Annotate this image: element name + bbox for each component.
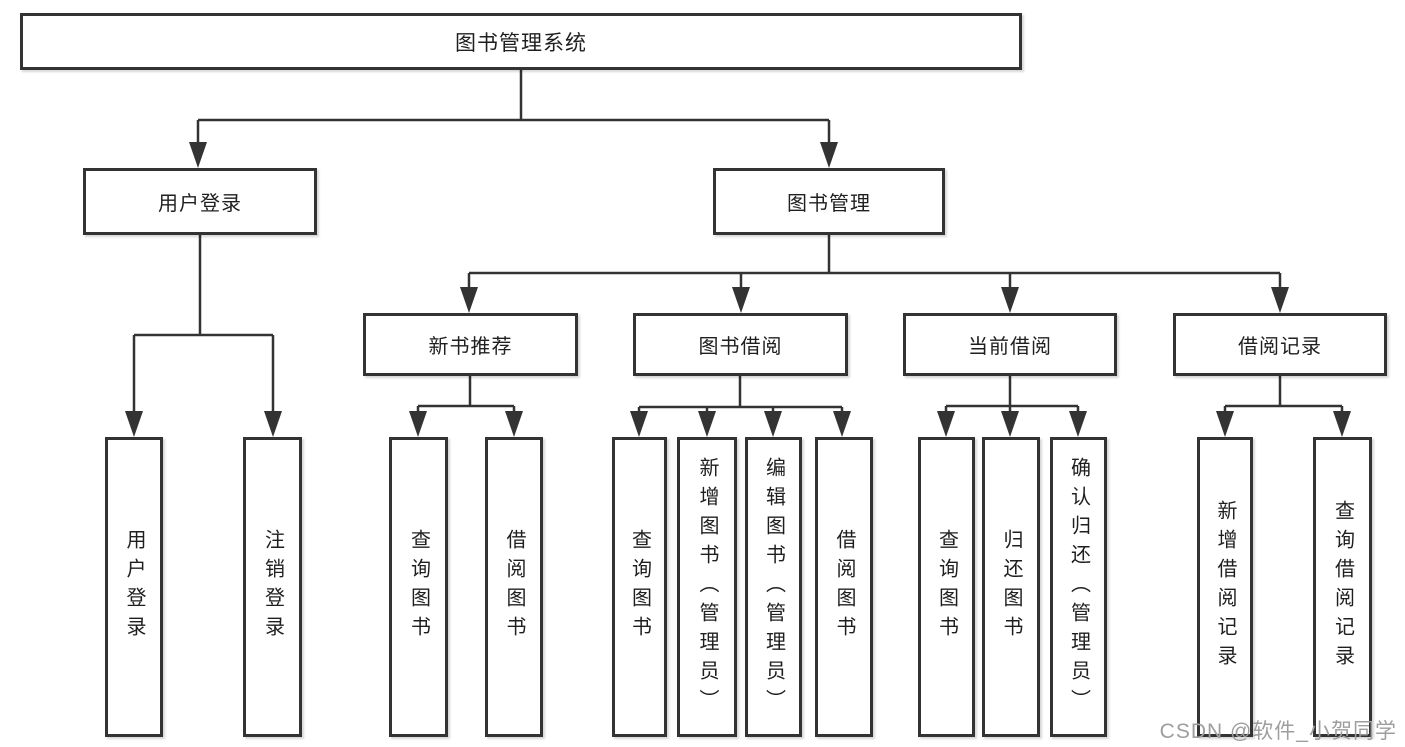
- leaf-query-books-recommend-label: 查询图书: [407, 529, 430, 645]
- leaf-query-books-borrow-label: 查询图书: [628, 529, 651, 645]
- leaf-query-books-borrow: 查询图书: [612, 437, 667, 737]
- leaf-query-books-current: 查询图书: [918, 437, 975, 737]
- node-library-system: 图书管理系统: [20, 13, 1022, 70]
- leaf-borrow-book-label: 借阅图书: [833, 529, 855, 645]
- leaf-user-login: 用户登录: [105, 437, 163, 737]
- node-book-management: 图书管理: [713, 168, 945, 235]
- leaf-borrow-books-recommend-label: 借阅图书: [503, 529, 525, 645]
- leaf-return-book: 归还图书: [982, 437, 1040, 737]
- leaf-add-borrow-record: 新增借阅记录: [1197, 437, 1253, 737]
- leaf-edit-book-admin-label: 编辑图书（管理员）: [762, 456, 785, 718]
- node-new-book-recommend: 新书推荐: [363, 313, 578, 376]
- leaf-logout: 注销登录: [243, 437, 302, 737]
- node-book-management-label: 图书管理: [787, 193, 871, 215]
- leaf-query-books-recommend: 查询图书: [389, 437, 448, 737]
- node-user-login: 用户登录: [83, 168, 317, 235]
- leaf-logout-label: 注销登录: [261, 529, 284, 645]
- node-new-book-recommend-label: 新书推荐: [428, 336, 513, 358]
- node-current-borrow: 当前借阅: [903, 313, 1117, 376]
- leaf-borrow-book: 借阅图书: [815, 437, 873, 737]
- leaf-add-book-admin: 新增图书（管理员）: [677, 437, 737, 737]
- node-user-login-label: 用户登录: [158, 193, 242, 215]
- node-borrow-records-label: 借阅记录: [1238, 336, 1322, 358]
- node-book-borrow-label: 图书借阅: [698, 336, 783, 358]
- node-current-borrow-label: 当前借阅: [968, 336, 1052, 358]
- leaf-user-login-label: 用户登录: [123, 529, 145, 645]
- node-borrow-records: 借阅记录: [1173, 313, 1387, 376]
- node-library-system-label: 图书管理系统: [455, 31, 587, 55]
- leaf-add-book-admin-label: 新增图书（管理员）: [696, 456, 718, 718]
- leaf-query-borrow-record: 查询借阅记录: [1313, 437, 1372, 737]
- leaf-edit-book-admin: 编辑图书（管理员）: [745, 437, 802, 737]
- node-book-borrow: 图书借阅: [633, 313, 848, 376]
- leaf-borrow-books-recommend: 借阅图书: [485, 437, 543, 737]
- leaf-query-borrow-record-label: 查询借阅记录: [1331, 500, 1354, 674]
- leaf-query-books-current-label: 查询图书: [935, 529, 958, 645]
- leaf-confirm-return-admin: 确认归还（管理员）: [1050, 437, 1107, 737]
- leaf-return-book-label: 归还图书: [1000, 529, 1022, 645]
- leaf-confirm-return-admin-label: 确认归还（管理员）: [1067, 456, 1090, 718]
- leaf-add-borrow-record-label: 新增借阅记录: [1214, 500, 1236, 674]
